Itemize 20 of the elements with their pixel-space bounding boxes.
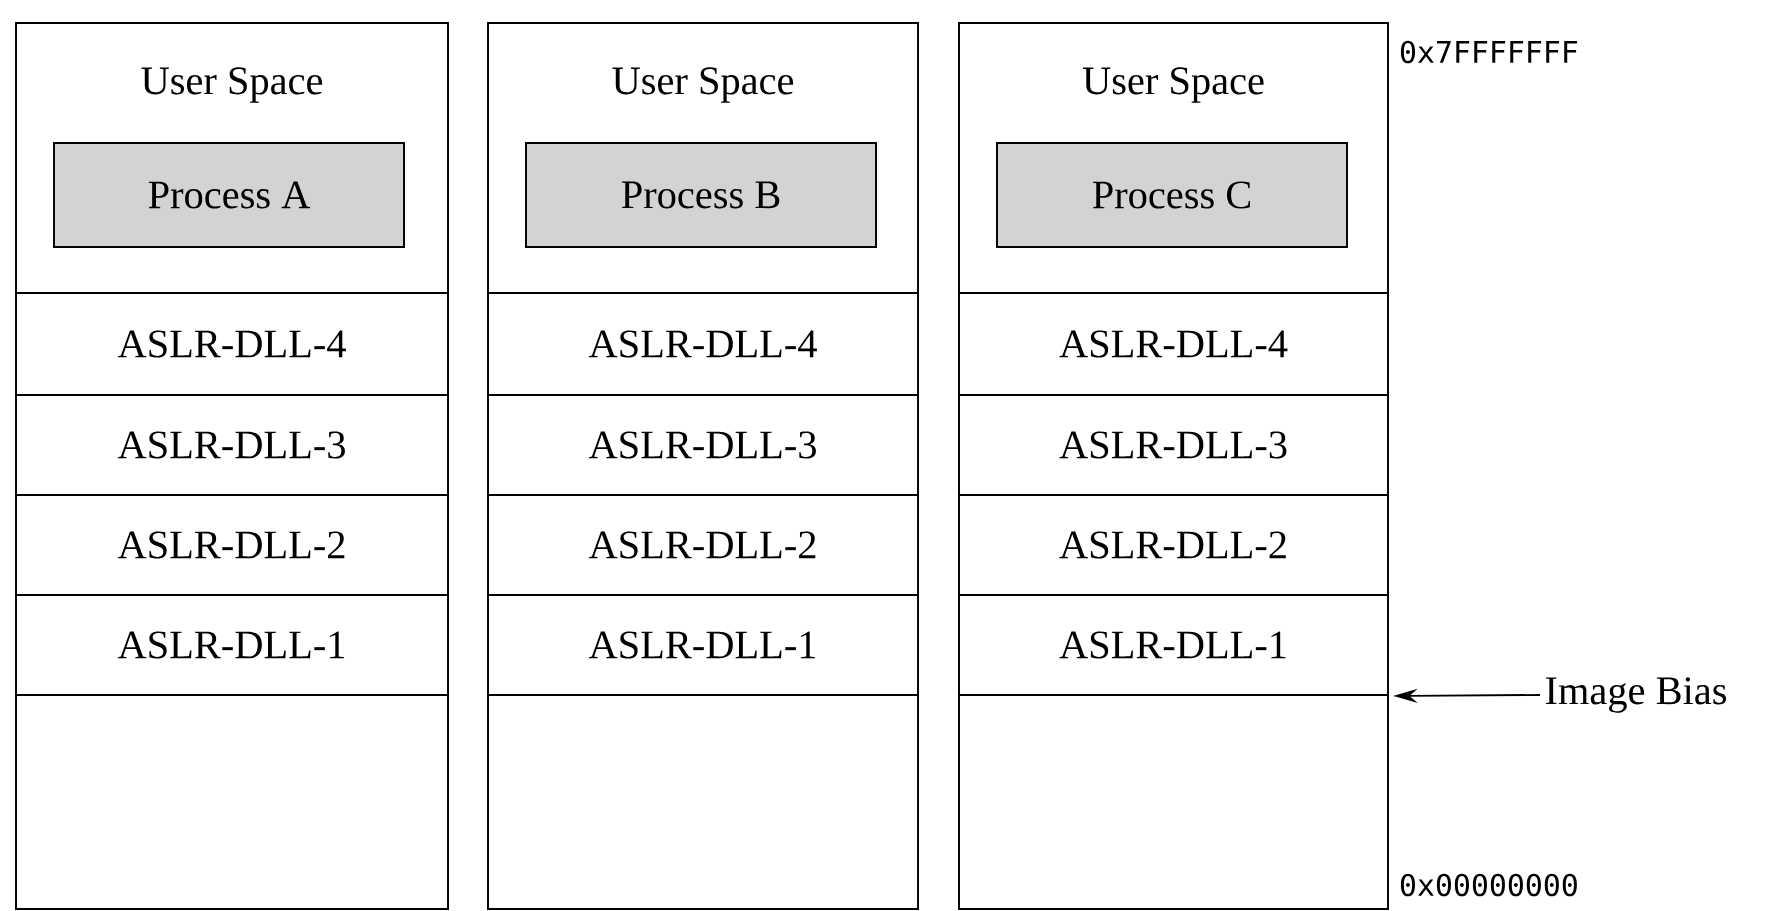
memory-region [487,694,919,910]
annotation-text: Image Bias [1545,677,1726,713]
address-label: 0x7FFFFFFF [1400,40,1578,64]
memory-region: ASLR-DLL-2 [487,494,919,596]
memory-region: ASLR-DLL-4 [487,292,919,396]
memory-region [958,694,1389,910]
memory-region: ASLR-DLL-1 [958,594,1389,696]
memory-region: ASLR-DLL-4 [15,292,449,396]
memory-region: ASLR-DLL-3 [15,394,449,496]
memory-region: ASLR-DLL-4 [958,292,1389,396]
memory-region: ASLR-DLL-1 [15,594,449,696]
memory-region: ASLR-DLL-2 [958,494,1389,596]
memory-region: ASLR-DLL-3 [958,394,1389,496]
memory-region [15,694,449,910]
memory-region: ASLR-DLL-1 [487,594,919,696]
process-box: Process C [996,142,1348,248]
memory-region: ASLR-DLL-2 [15,494,449,596]
process-box: Process A [53,142,405,248]
memory-region: ASLR-DLL-3 [487,394,919,496]
process-box: Process B [525,142,877,248]
